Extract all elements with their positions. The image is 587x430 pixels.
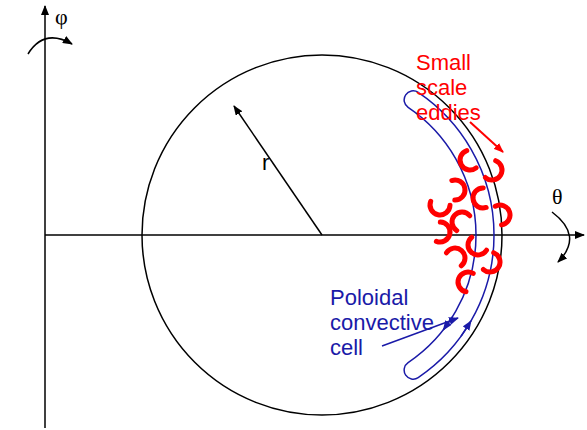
eddy-arc xyxy=(456,270,473,292)
radius-label: r xyxy=(262,150,292,175)
axis-label: φ xyxy=(55,4,85,29)
eddy-arc xyxy=(470,187,490,210)
eddy-arc xyxy=(483,251,503,274)
rotation-arrow xyxy=(552,212,570,262)
eddy-arc xyxy=(436,222,450,242)
eddy-arc xyxy=(456,150,479,174)
eddies xyxy=(430,150,514,292)
cell-outline xyxy=(404,91,494,379)
eddy-arc xyxy=(448,177,468,200)
eddies-label: Small scale eddies xyxy=(416,50,500,125)
horizontal-axis xyxy=(45,234,584,236)
eddy-arc xyxy=(430,201,450,215)
convective-cell xyxy=(404,91,494,379)
eddy-arc xyxy=(445,244,469,266)
eddy-arc xyxy=(492,201,514,225)
radius-arrow xyxy=(234,106,322,235)
eddy-arc xyxy=(485,159,505,182)
vertical-axis xyxy=(44,6,46,428)
eddy-arc xyxy=(464,237,488,259)
leader-arrow xyxy=(470,122,503,152)
flow-arrow xyxy=(461,321,471,336)
cell-label: Poloidal convective cell xyxy=(330,285,446,360)
rotation-arrow xyxy=(28,38,72,54)
axis-label: θ xyxy=(552,184,582,209)
